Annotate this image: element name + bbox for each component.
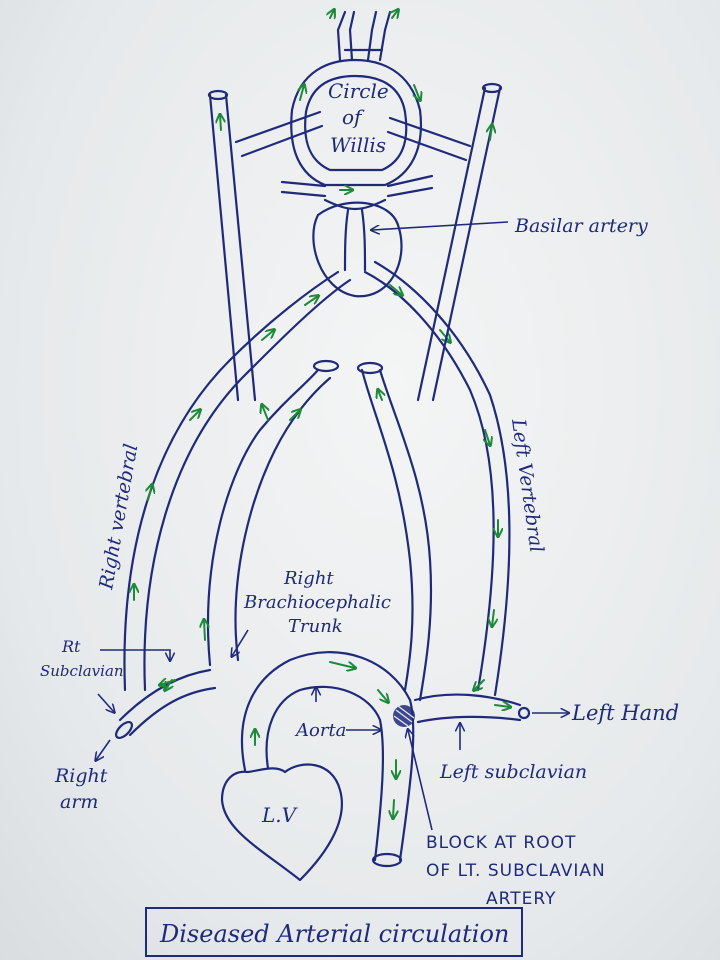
block-pointer [408, 730, 432, 830]
circle-of-willis [282, 10, 432, 196]
rt-subclavian-pointer [100, 650, 170, 660]
basilar-pointer [372, 222, 508, 230]
left-subclavian-label: Left subclavian [439, 761, 587, 783]
right-subclavian [113, 670, 215, 741]
block-line-1: BLOCK AT ROOT [426, 833, 576, 853]
left-common-carotid [358, 363, 431, 700]
brachio-line-3: Trunk [288, 616, 343, 637]
right-vertebral-label: Right vertebral [95, 442, 142, 592]
block-line-2: OF LT. SUBCLAVIAN [426, 861, 606, 881]
willis-line-2: of [342, 105, 365, 129]
internal-carotids [209, 84, 501, 400]
rt-subclavian-line-2: Subclavian [40, 662, 124, 680]
left-subclavian [415, 695, 529, 722]
block-marker [393, 705, 415, 727]
block-line-3: ARTERY [486, 889, 556, 909]
lv-label: L.V [261, 803, 299, 827]
brachio-line-2: Brachiocephalic [243, 592, 391, 613]
basilar-artery [313, 200, 401, 296]
diagram-title: Diseased Arterial circulation [159, 920, 509, 948]
left-hand-label: Left Hand [571, 701, 679, 725]
left-vertebral-label: Left Vertebral [507, 417, 548, 554]
right-arm-line-1: Right [54, 765, 108, 787]
willis-line-1: Circle [328, 79, 389, 103]
aorta [242, 652, 413, 866]
brachio-pointer [232, 630, 248, 656]
aorta-label: Aorta [294, 720, 346, 741]
left-vertebral-artery [365, 262, 509, 695]
basilar-label: Basilar artery [514, 215, 648, 237]
right-arm-pointer [96, 740, 110, 760]
right-arm-line-2: arm [60, 791, 98, 813]
rt-subclavian-pointer-2 [98, 694, 114, 712]
willis-line-3: Willis [330, 133, 386, 157]
brachio-line-1: Right [283, 568, 334, 589]
rt-subclavian-line-1: Rt [61, 637, 81, 656]
